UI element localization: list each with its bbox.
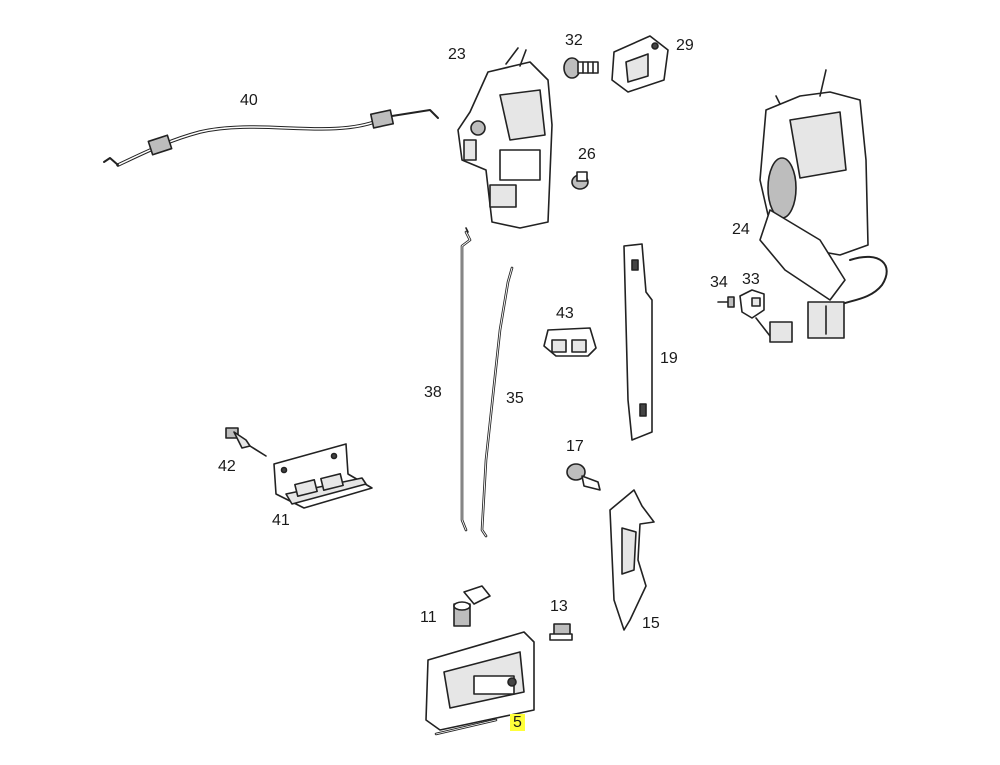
label-part-15: 15 [642, 615, 660, 632]
label-part-34: 34 [710, 274, 728, 291]
part-34-pin [717, 296, 735, 308]
part-5-door-handle [425, 631, 535, 736]
label-part-29: 29 [676, 37, 694, 54]
part-33-connector [739, 289, 793, 343]
part-35-rod [480, 266, 514, 538]
label-part-42: 42 [218, 458, 236, 475]
part-17-bolt [566, 463, 601, 491]
label-part-19: 19 [660, 350, 678, 367]
part-43-clip [543, 327, 597, 357]
label-part-5-highlighted: 5 [510, 714, 525, 731]
part-32-bolt [563, 57, 599, 79]
label-part-23: 23 [448, 46, 466, 63]
label-part-26: 26 [578, 146, 596, 163]
label-part-11: 11 [420, 609, 437, 626]
part-29-bracket [611, 35, 669, 93]
part-11-clip [453, 585, 491, 627]
part-19-plate [623, 243, 653, 441]
part-26-screw [571, 171, 589, 190]
label-part-17: 17 [566, 438, 584, 455]
part-42-push-pin [225, 427, 267, 457]
part-15-lever [609, 489, 655, 631]
label-part-43: 43 [556, 305, 574, 322]
part-13-nut [549, 623, 573, 641]
part-38-rod [460, 230, 472, 532]
label-part-24: 24 [732, 221, 750, 238]
label-part-33: 33 [742, 271, 760, 288]
label-part-38: 38 [424, 384, 442, 401]
label-part-5-wrap: 5 [510, 714, 525, 732]
label-part-40: 40 [240, 92, 258, 109]
part-40-cable [103, 109, 439, 167]
label-part-32: 32 [565, 32, 583, 49]
part-41-carrier [273, 443, 373, 509]
label-part-13: 13 [550, 598, 568, 615]
label-part-41: 41 [272, 512, 290, 529]
label-part-35: 35 [506, 390, 524, 407]
part-23-lock-mechanism [457, 47, 553, 233]
part-24-actuator-assembly [759, 69, 888, 339]
